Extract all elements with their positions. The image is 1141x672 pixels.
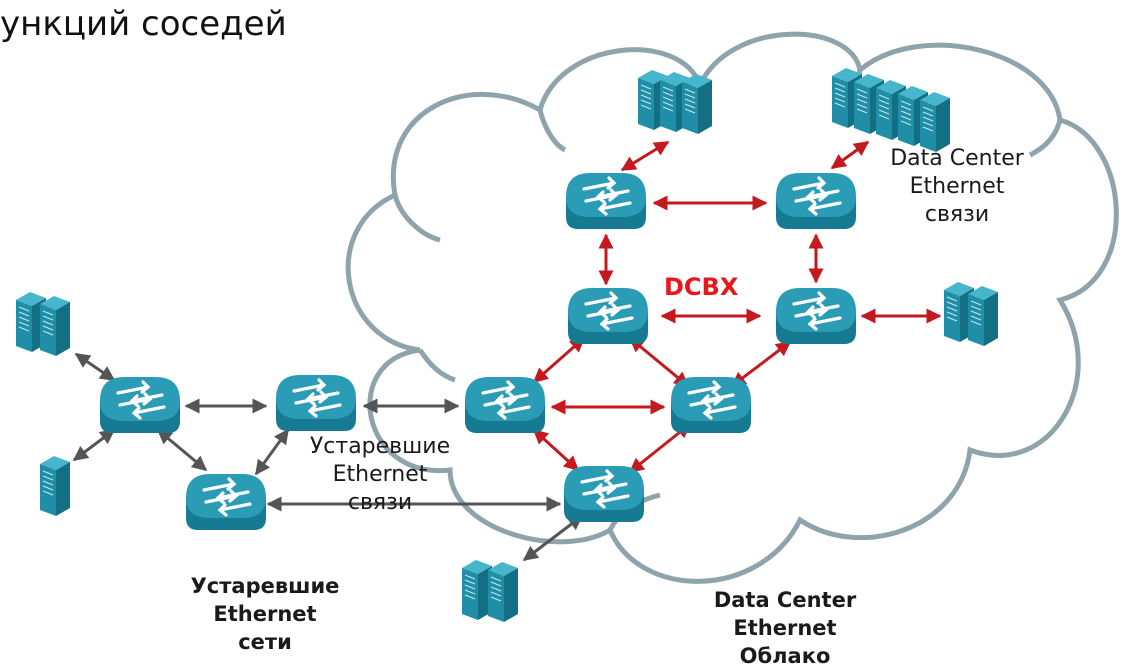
legacy-network-caption: Устаревшие Ethernet сети bbox=[160, 572, 370, 656]
page-title: ункций соседей bbox=[0, 4, 287, 44]
caption-line: Data Center bbox=[890, 146, 1024, 171]
dcbx-links bbox=[532, 140, 942, 474]
server-icon bbox=[943, 281, 999, 347]
caption-line: Ethernet bbox=[909, 174, 1005, 199]
switch-icon bbox=[562, 464, 646, 524]
switch-icon bbox=[774, 171, 858, 231]
legacy-links bbox=[72, 352, 584, 562]
cloud-link-caption: Data Center Ethernet связи bbox=[872, 145, 1042, 229]
caption-line: Устаревшие bbox=[309, 434, 451, 459]
switch-icon bbox=[463, 375, 547, 435]
dcbx-label: DCBX bbox=[664, 273, 739, 301]
dc-cloud-caption: Data Center Ethernet Облако bbox=[680, 586, 890, 670]
switch-icon bbox=[669, 375, 753, 435]
caption-line: Ethernet bbox=[733, 616, 837, 640]
legacy-link-caption: Устаревшие Ethernet связи bbox=[292, 433, 468, 517]
caption-line: Устаревшие bbox=[190, 574, 340, 598]
caption-line: связи bbox=[924, 202, 990, 227]
caption-line: связи bbox=[347, 490, 413, 515]
switch-icon bbox=[774, 286, 858, 346]
caption-line: Ethernet bbox=[213, 602, 317, 626]
server-icon bbox=[39, 455, 71, 517]
switch-icon bbox=[566, 286, 650, 346]
caption-line: Ethernet bbox=[332, 462, 428, 487]
caption-line: Облако bbox=[739, 644, 831, 668]
switch-icon bbox=[98, 375, 182, 435]
server-icon bbox=[637, 69, 713, 135]
server-icon bbox=[15, 291, 71, 357]
caption-line: сети bbox=[238, 630, 292, 654]
caption-line: Data Center bbox=[713, 588, 857, 612]
switch-icon bbox=[184, 472, 268, 532]
switch-icon bbox=[274, 373, 358, 433]
server-icon bbox=[461, 559, 519, 623]
switch-icon bbox=[564, 171, 648, 231]
